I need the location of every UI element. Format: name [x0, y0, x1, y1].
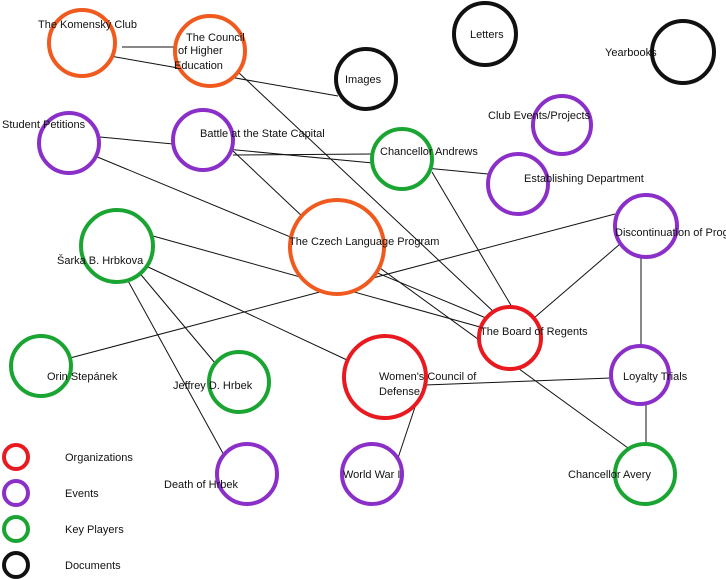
- node-discontinuation[interactable]: Discontinuation of Program: [613, 193, 726, 259]
- legend-item-events: Events: [2, 479, 99, 507]
- node-label-battle: Battle at the State Capital: [200, 128, 325, 140]
- node-label-loyalty: Loyalty Trials: [623, 371, 688, 383]
- edge-hrbkova-womens: [145, 265, 348, 361]
- legend-swatch: [2, 443, 30, 471]
- node-label-komensky: The Komenský Club: [38, 19, 137, 31]
- node-circle-hrbkova[interactable]: [79, 208, 155, 284]
- node-label-images: Images: [345, 74, 382, 86]
- node-circle-jeffrey[interactable]: [207, 350, 271, 414]
- edge-council-regents: [237, 71, 497, 315]
- node-circle-petitions[interactable]: [37, 111, 101, 175]
- node-circle-regents[interactable]: [477, 305, 543, 371]
- node-label-clubevents: Club Events/Projects: [488, 110, 591, 122]
- node-komensky[interactable]: The Komenský Club: [38, 8, 137, 78]
- node-label-andrews: Chancellor Andrews: [380, 146, 478, 158]
- node-images[interactable]: Images: [334, 47, 398, 111]
- node-clubevents[interactable]: Club Events/Projects: [488, 94, 593, 156]
- node-circle-czech[interactable]: [288, 198, 386, 296]
- node-label-death: Death of Hrbek: [164, 479, 238, 491]
- node-circle-letters[interactable]: [452, 1, 518, 67]
- node-circle-death[interactable]: [215, 442, 279, 506]
- node-circle-council[interactable]: [173, 14, 247, 88]
- edge-andrews-regents: [431, 171, 513, 308]
- node-regents[interactable]: The Board of Regents: [477, 305, 588, 371]
- edge-hrbkova-death: [126, 278, 226, 458]
- node-label-jeffrey: Jeffrey D. Hrbek: [173, 380, 253, 392]
- edge-womens-loyalty: [424, 377, 612, 386]
- node-label-discontinuation: Discontinuation of Program: [615, 227, 726, 239]
- legend-label: Documents: [65, 560, 121, 572]
- node-battle[interactable]: Battle at the State Capital: [171, 108, 325, 172]
- legend-label: Events: [65, 488, 99, 500]
- node-death[interactable]: Death of Hrbek: [164, 442, 279, 506]
- node-circle-battle[interactable]: [171, 108, 235, 172]
- legend-item-key-players: Key Players: [2, 515, 124, 543]
- node-jeffrey[interactable]: Jeffrey D. Hrbek: [173, 350, 271, 414]
- node-label-hrbkova: Šarka B. Hrbkova: [57, 254, 144, 267]
- legend-label: Organizations: [65, 452, 133, 464]
- node-circle-establishing[interactable]: [486, 152, 550, 216]
- legend-swatch: [2, 479, 30, 507]
- node-label-czech: The Czech Language Program: [289, 236, 439, 248]
- node-letters[interactable]: Letters: [452, 1, 518, 67]
- node-label-orin: Orin Stepánek: [47, 371, 118, 383]
- node-circle-komensky[interactable]: [47, 8, 117, 78]
- legend-swatch: [2, 515, 30, 543]
- legend-item-documents: Documents: [2, 551, 121, 579]
- node-circle-loyalty[interactable]: [609, 344, 671, 406]
- node-circle-images[interactable]: [334, 47, 398, 111]
- legend-label: Key Players: [65, 524, 124, 536]
- node-circle-andrews[interactable]: [370, 127, 434, 191]
- node-loyalty[interactable]: Loyalty Trials: [609, 344, 688, 406]
- node-label-yearbooks: Yearbooks: [605, 47, 657, 59]
- node-label-petitions: Student Petitions: [2, 119, 86, 131]
- node-circle-womens[interactable]: [342, 334, 428, 420]
- node-circle-orin[interactable]: [9, 334, 73, 398]
- node-avery[interactable]: Chancellor Avery: [568, 442, 677, 506]
- edge-hrbkova-jeffrey: [136, 269, 216, 364]
- legend-item-organizations: Organizations: [2, 443, 133, 471]
- node-establishing[interactable]: Establishing Department: [486, 152, 644, 216]
- edge-battle-czech: [231, 149, 305, 219]
- node-ww1[interactable]: World War I: [340, 442, 404, 506]
- node-circle-ww1[interactable]: [340, 442, 404, 506]
- edge-discontinuation-regents: [533, 243, 621, 319]
- node-andrews[interactable]: Chancellor Andrews: [370, 127, 478, 191]
- node-circle-clubevents[interactable]: [531, 94, 593, 156]
- node-petitions[interactable]: Student Petitions: [2, 111, 101, 175]
- node-yearbooks[interactable]: Yearbooks: [605, 19, 716, 85]
- node-label-ww1: World War I: [343, 469, 400, 481]
- node-circle-yearbooks[interactable]: [650, 19, 716, 85]
- node-hrbkova[interactable]: Šarka B. Hrbkova: [57, 208, 155, 284]
- legend-swatch: [2, 551, 30, 579]
- node-circle-avery[interactable]: [613, 442, 677, 506]
- node-czech[interactable]: The Czech Language Program: [288, 198, 439, 296]
- node-label-letters: Letters: [470, 29, 504, 41]
- node-orin[interactable]: Orin Stepánek: [9, 334, 118, 398]
- node-label-establishing: Establishing Department: [524, 173, 644, 185]
- node-label-regents: The Board of Regents: [480, 326, 588, 338]
- edge-battle-andrews: [232, 153, 373, 156]
- node-circle-discontinuation[interactable]: [613, 193, 679, 259]
- node-label-avery: Chancellor Avery: [568, 469, 651, 481]
